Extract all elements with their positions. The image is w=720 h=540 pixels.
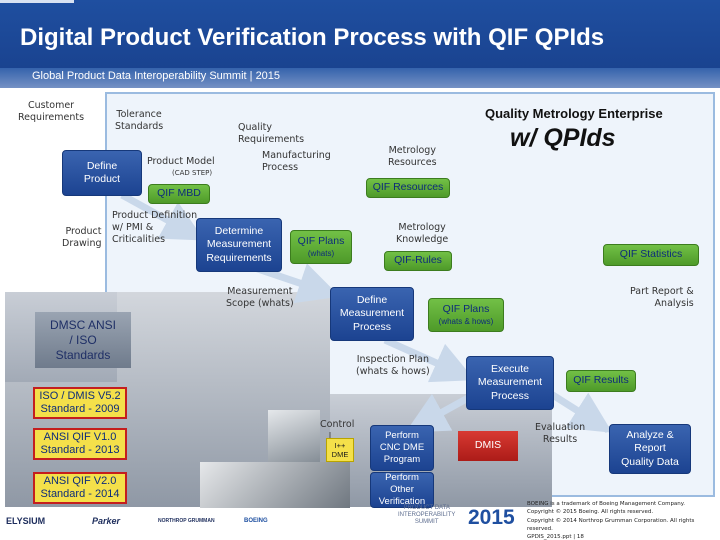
northrop-grumman-logo: NORTHROP GRUMMAN — [158, 518, 215, 524]
cmm-machine-image — [268, 410, 320, 468]
define-product-box: Define Product — [62, 150, 142, 196]
copyright-notice: BOEING is a trademark of Boeing Manageme… — [527, 501, 695, 540]
qif-results-artifact: QIF Results — [566, 370, 636, 392]
qif-plans-whats-sub: (whats) — [307, 248, 335, 258]
label-metrology-resources: Metrology Resources — [388, 145, 437, 168]
page-title: Digital Product Verification Process wit… — [20, 24, 605, 51]
summit-year: 2015 — [468, 506, 515, 529]
perform-other-verification-box: Perform Other Verification — [370, 472, 434, 508]
qif-resources-artifact: QIF Resources — [366, 178, 450, 198]
label-control: Control — [320, 419, 355, 430]
label-tolerance-standards: Tolerance Standards — [115, 109, 164, 132]
qif-plans-whats-label: QIF Plans — [297, 235, 345, 248]
enterprise-title: Quality Metrology Enterprise — [485, 106, 663, 121]
label-cad-step: (CAD STEP) — [172, 169, 213, 177]
standards-heading: DMSC ANSI / ISO Standards — [35, 312, 131, 368]
qif-rules-artifact: QIF-Rules — [384, 251, 452, 271]
measurement-arm-image — [200, 462, 350, 512]
standard-dmis-52: ISO / DMIS V5.2 Standard - 2009 — [33, 387, 127, 419]
label-product-model: Product Model — [147, 156, 215, 167]
parker-logo: Parker — [92, 516, 121, 526]
footer-strip — [0, 508, 530, 540]
arrow-define-mp-to-execute — [383, 336, 475, 383]
title-banner — [0, 0, 720, 68]
arrow-determine-to-define-mp — [253, 263, 340, 304]
label-measurement-scope: Measurement Scope (whats) — [226, 286, 294, 309]
determine-measurement-requirements-box: Determine Measurement Requirements — [196, 218, 282, 272]
enterprise-subtitle: w/ QPIds — [510, 124, 616, 152]
qif-plans-hows-sub: (whats & hows) — [438, 316, 494, 326]
label-part-report: Part Report & Analysis — [630, 286, 694, 309]
label-evaluation-results: Evaluation Results — [535, 422, 586, 445]
page-subtitle: Global Product Data Interoperability Sum… — [32, 70, 281, 82]
define-measurement-process-box: Define Measurement Process — [330, 287, 414, 341]
label-metrology-knowledge: Metrology Knowledge — [396, 222, 449, 245]
dmis-artifact: DMIS — [458, 431, 518, 461]
qif-plans-hows-artifact: QIF Plans (whats & hows) — [428, 298, 504, 332]
qif-mbd-artifact: QIF MBD — [148, 184, 210, 204]
label-customer-requirements: Customer Requirements — [18, 100, 85, 123]
label-product-definition: Product Definition w/ PMI & Criticalitie… — [112, 210, 198, 245]
arrow-define-to-determine — [120, 191, 205, 242]
qif-statistics-artifact: QIF Statistics — [603, 244, 699, 266]
label-product-drawing: Product Drawing — [62, 226, 102, 249]
standard-qif-10: ANSI QIF V1.0 Standard - 2013 — [33, 428, 127, 460]
boeing-logo: BOEING — [244, 518, 268, 524]
label-quality-requirements: Quality Requirements — [238, 122, 305, 145]
subtitle-bar — [0, 68, 720, 88]
label-inspection-plan: Inspection Plan (whats & hows) — [356, 354, 430, 377]
qif-plans-hows-label: QIF Plans — [442, 303, 490, 316]
label-manufacturing-process: Manufacturing Process — [262, 150, 331, 173]
ipp-dme-artifact: I++ DME — [326, 438, 354, 462]
standard-qif-20: ANSI QIF V2.0 Standard - 2014 — [33, 472, 127, 504]
arrow-execute-to-analyze — [546, 389, 613, 433]
elysium-logo: ELYSIUM — [6, 516, 46, 526]
execute-measurement-process-box: Execute Measurement Process — [466, 356, 554, 410]
arrow-execute-to-cnc — [405, 393, 470, 434]
summit-logo-text: PRODUCT DATA INTEROPERABILITY SUMMIT — [398, 505, 456, 526]
qif-plans-whats-artifact: QIF Plans (whats) — [290, 230, 352, 264]
perform-cnc-dme-box: Perform CNC DME Program — [370, 425, 434, 471]
banner-tab-mark — [0, 0, 74, 3]
analyze-report-box: Analyze & Report Quality Data — [609, 424, 691, 474]
